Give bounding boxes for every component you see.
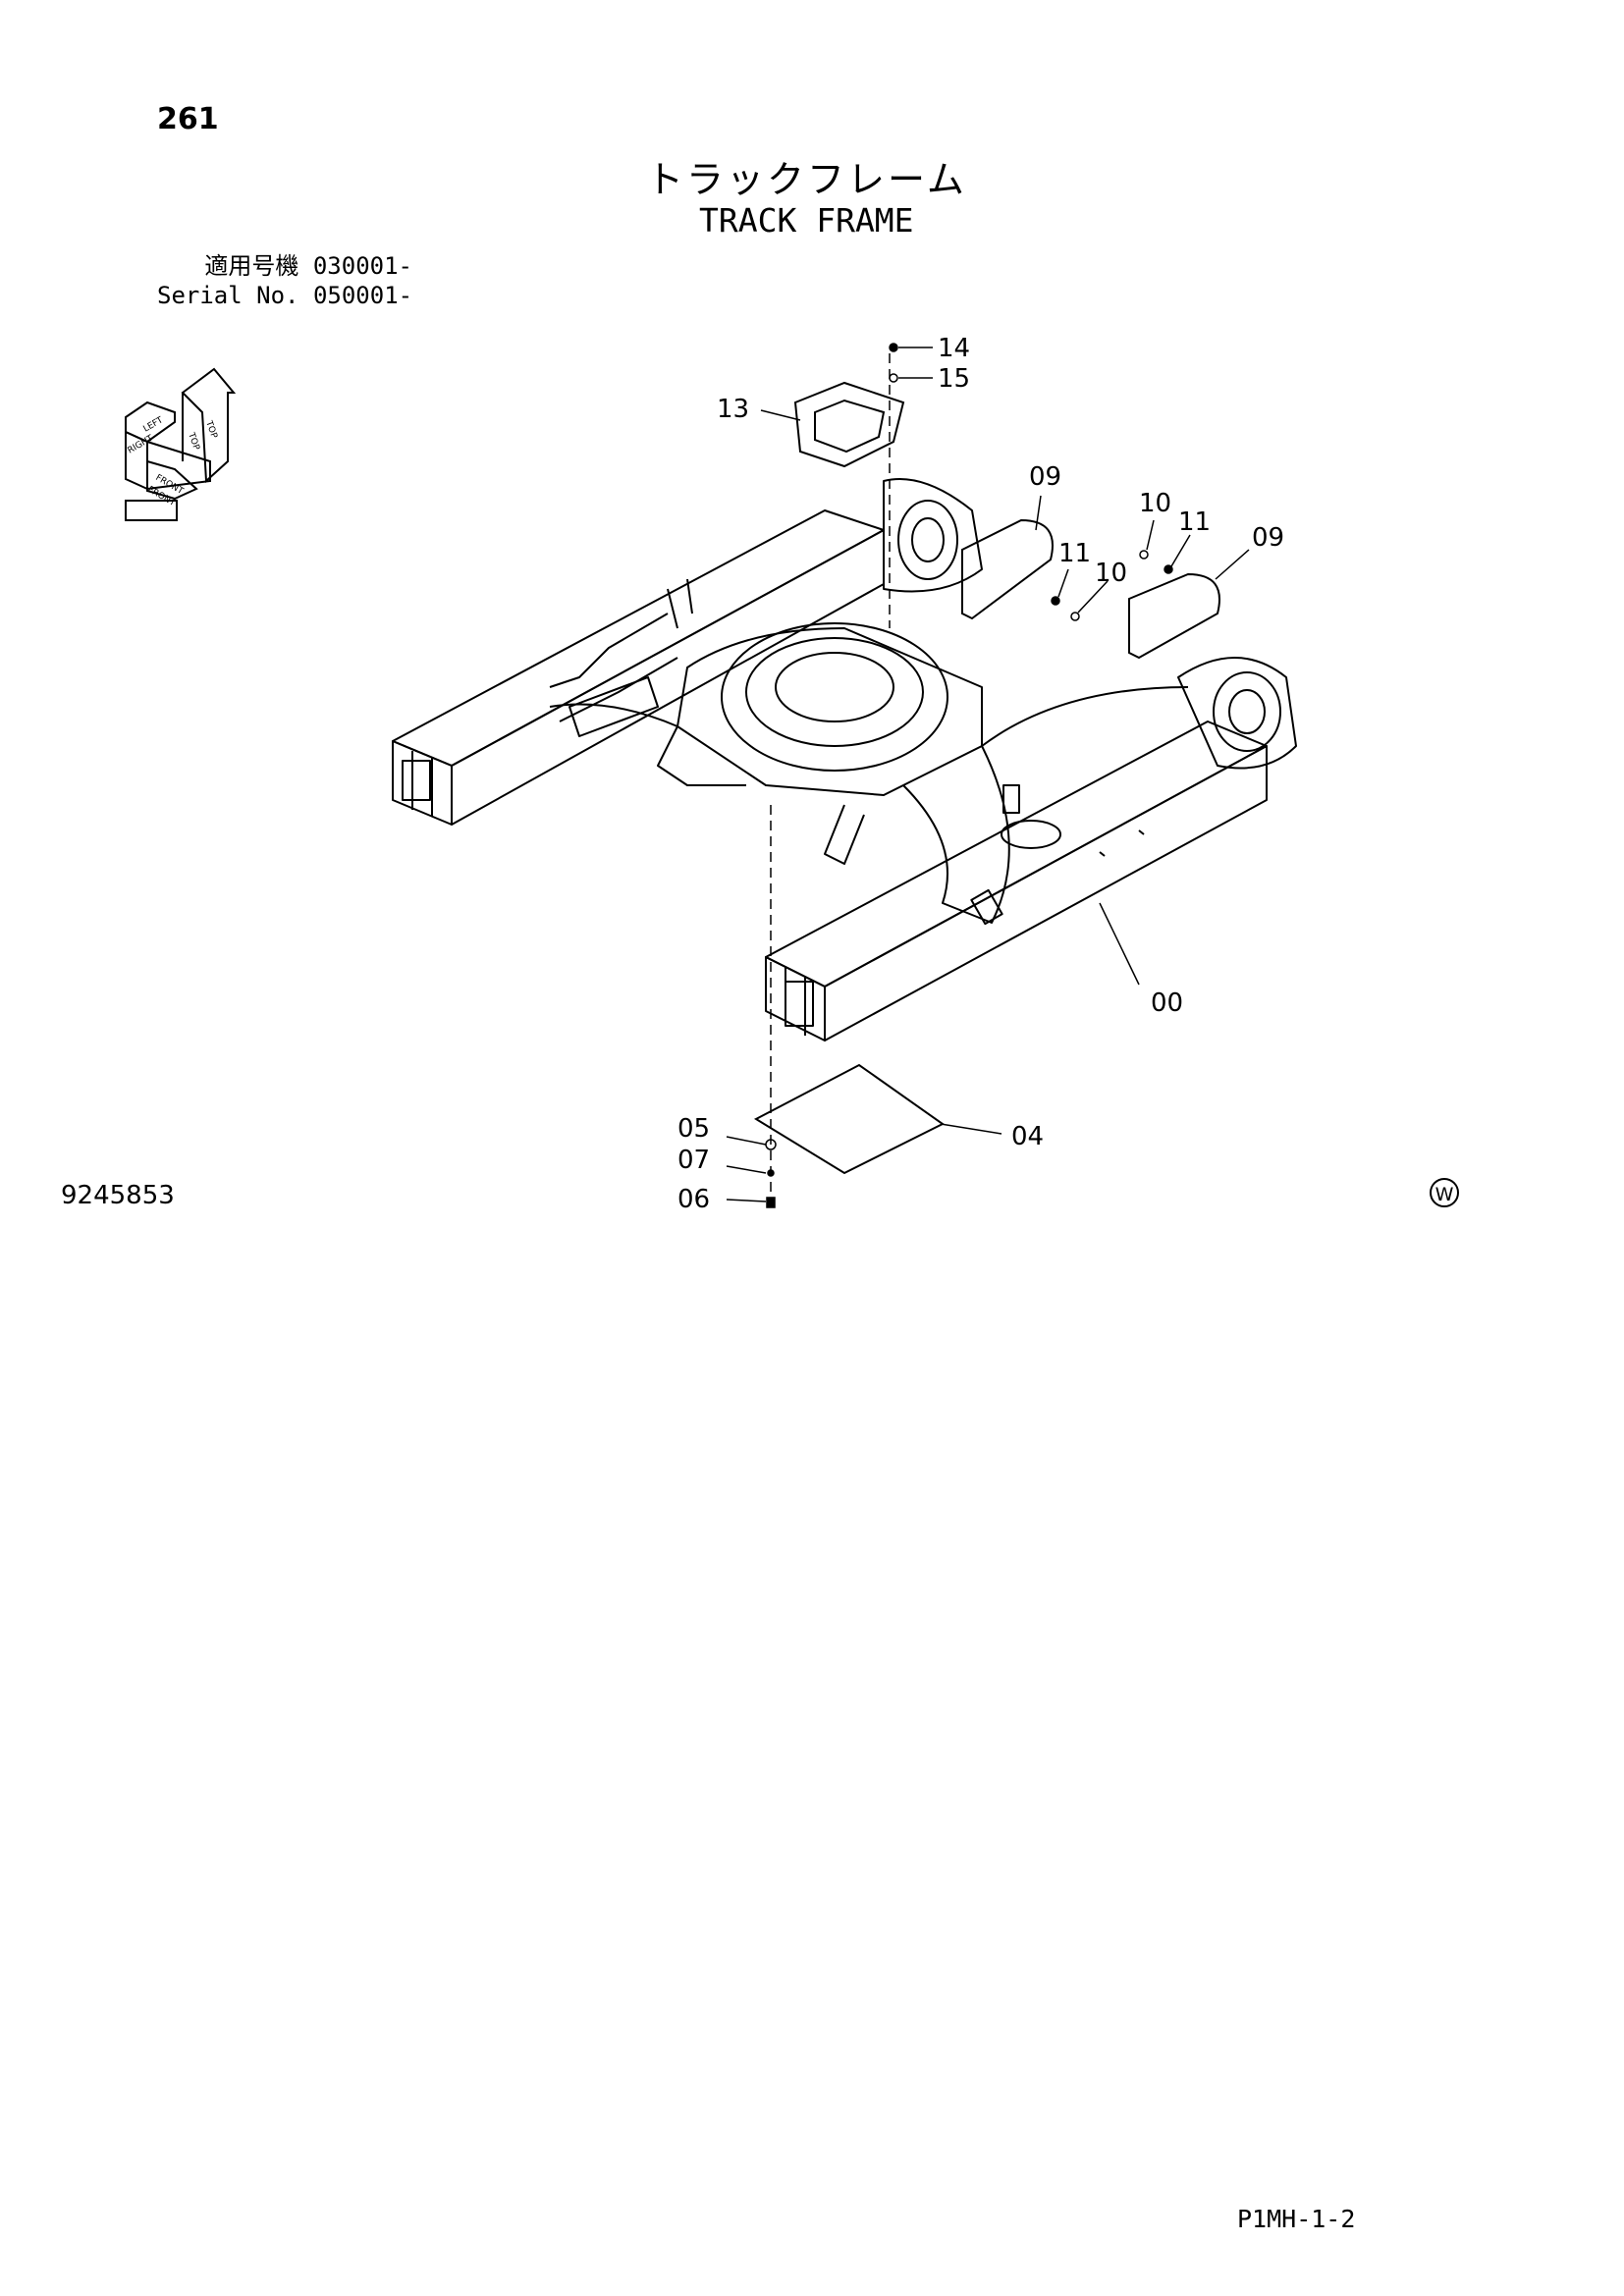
part-09-plate-left [961,518,1054,620]
callout-labels: 14 15 13 09 10 11 11 10 09 00 05 07 06 0… [677,334,1284,1214]
assembly-lines [770,353,891,1198]
callout-11-mid: 11 [1058,539,1091,568]
callout-14: 14 [938,334,970,363]
serial-row-english: Serial No. 050001- [157,281,412,310]
callout-09-right: 09 [1252,523,1284,553]
serial-value-japanese: 030001- [312,252,412,280]
serial-label-english: Serial No. [157,282,299,309]
serial-row-japanese: 適用号機 030001- [157,251,412,281]
page-title-japanese: トラックフレーム [646,158,967,201]
orientation-label-right: RIGHT [127,434,156,456]
track-frame-body [392,478,1297,1041]
figure-number: 9245853 [61,1181,175,1210]
callout-11-top: 11 [1178,507,1211,537]
callout-07: 07 [677,1146,710,1175]
w-circle-mark: W [1430,1178,1459,1207]
callout-05: 05 [677,1114,710,1144]
callout-00: 00 [1151,988,1183,1018]
page-code: P1MH-1-2 [1237,2205,1356,2233]
orientation-cube-icon: LEFT TOP RIGHT TOP FRONT FRONT [125,367,237,521]
callout-06: 06 [677,1185,710,1214]
part-13-cover [793,381,905,468]
callout-04: 04 [1011,1122,1044,1151]
leader-lines [726,347,1250,1202]
fasteners [765,343,1173,1208]
serial-label-japanese: 適用号機 [204,252,299,280]
serial-applicability: 適用号機 030001- Serial No. 050001- [157,251,412,310]
serial-value-english: 050001- [312,282,413,309]
part-09-plate-right [1128,572,1220,660]
callout-13: 13 [717,395,749,424]
callout-09-left: 09 [1029,462,1061,492]
callout-10-mid: 10 [1095,559,1127,588]
callout-10-top: 10 [1139,489,1171,518]
callout-15: 15 [938,364,970,394]
page-title-english: TRACK FRAME [699,201,914,240]
orientation-label-top-2: TOP [186,431,201,453]
page-number: 261 [157,102,219,136]
orientation-label-top: TOP [203,419,219,441]
part-04-cover-plate [753,1063,945,1175]
